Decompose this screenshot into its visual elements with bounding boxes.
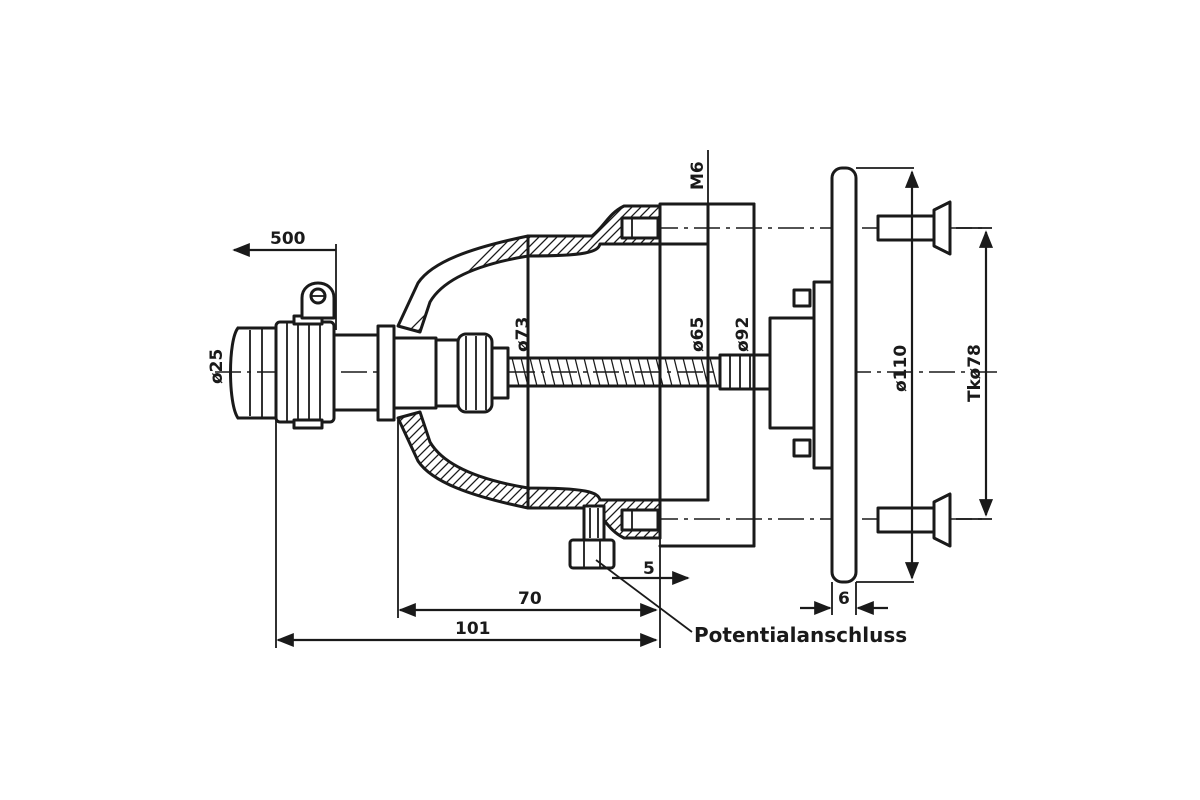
dim-housing-diameter: ø92: [733, 317, 753, 352]
sensor-head: [768, 280, 834, 470]
dim-cable-diameter: ø25: [207, 349, 227, 384]
dim-101: 101: [455, 619, 491, 639]
dim-70: 70: [518, 589, 542, 609]
dim-bolt-circle: Tkø78: [965, 344, 985, 402]
dimension-lines: [232, 150, 994, 648]
corrugated-hose: [274, 314, 336, 430]
cable-end: [229, 326, 290, 420]
dimension-texts: 500 ø25 ø73 ø65 ø92 ø110 Tkø78 M6 70 101…: [207, 161, 985, 647]
label-potential-connection: Potentialanschluss: [694, 623, 907, 647]
countersunk-screws: [876, 200, 952, 548]
dim-plate-diameter: ø110: [891, 345, 911, 392]
cable-clip: [300, 281, 336, 320]
dim-inner-diameter: ø65: [688, 317, 708, 352]
dim-6: 6: [838, 589, 850, 609]
dim-bush-diameter: ø73: [513, 317, 533, 352]
dim-5: 5: [643, 559, 655, 579]
mounting-plate: [830, 166, 914, 584]
dim-thread: M6: [688, 161, 708, 190]
tube: [332, 333, 382, 412]
threaded-rod: [506, 353, 772, 391]
dim-500: 500: [270, 229, 306, 249]
cable-gland: [376, 324, 510, 422]
